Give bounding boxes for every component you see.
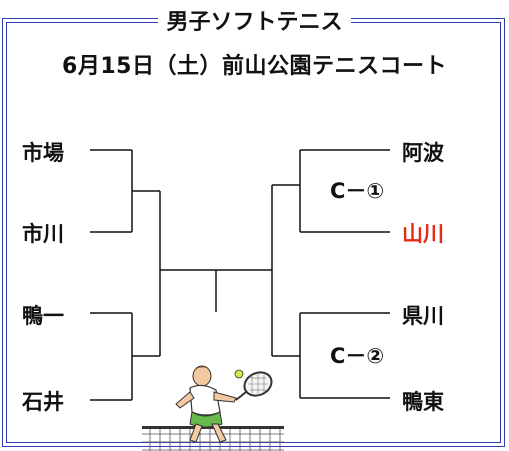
- team-right-2: 山川: [402, 222, 444, 246]
- tennis-net-icon: [142, 426, 284, 451]
- page-title: 男子ソフトテニス: [0, 4, 509, 36]
- team-left-4: 石井: [22, 390, 64, 414]
- team-left-3: 鴨一: [22, 304, 64, 328]
- team-left-2: 市川: [22, 222, 64, 246]
- team-right-3: 県川: [402, 304, 444, 328]
- team-right-4: 鴨東: [402, 390, 444, 414]
- event-info: 6月15日（土）前山公園テニスコート: [62, 54, 447, 79]
- title-text: 男子ソフトテニス: [158, 10, 351, 35]
- team-right-1: 阿波: [402, 141, 444, 165]
- tennis-player-icon: [142, 365, 284, 451]
- court-label-2: C－②: [330, 344, 385, 368]
- team-left-1: 市場: [22, 141, 64, 165]
- court-label-1: C－①: [330, 179, 385, 203]
